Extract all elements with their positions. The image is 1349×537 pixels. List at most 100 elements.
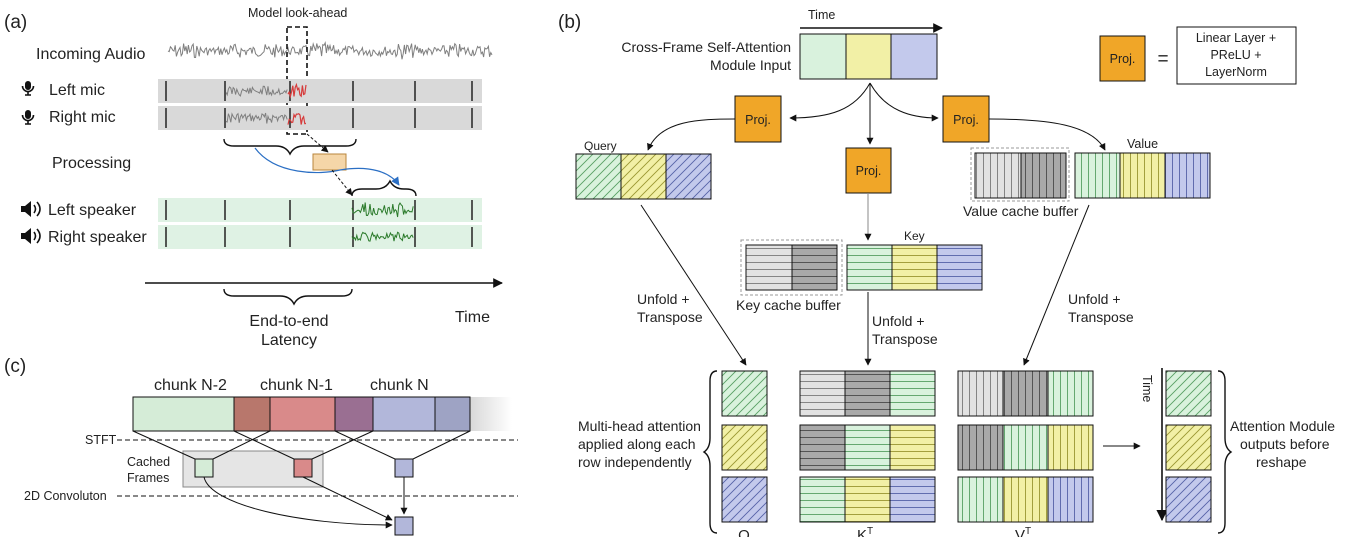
time-axis-label: Time (455, 309, 490, 326)
key-yellow (891, 244, 938, 291)
vt-r1-c2 (1002, 370, 1049, 417)
value-green (1074, 152, 1121, 199)
panel-b: (b) Time Cross-Frame Self-Attention Modu… (558, 8, 1335, 537)
key-cache-dark (791, 244, 838, 291)
kt-r2-c2 (844, 424, 891, 471)
query-blue (665, 153, 712, 200)
vt-r3-c1 (957, 476, 1004, 523)
right-mic-track (158, 106, 482, 130)
lookahead-label: Model look-ahead (248, 6, 347, 20)
mha-label-line1: Multi-head attention (578, 418, 701, 434)
value-yellow (1119, 152, 1166, 199)
cached-label-line2: Frames (127, 471, 169, 485)
key-cache-light (745, 244, 793, 291)
input-to-value-proj-arrow (869, 82, 939, 122)
conv-output-frame (394, 516, 414, 536)
mha-brace (702, 370, 718, 534)
value-proj-to-value-arrow (988, 118, 1106, 151)
key-unfold-label-1: Unfold + (872, 313, 925, 329)
output-brace (1217, 370, 1233, 534)
output-label-line2: outputs before (1240, 436, 1330, 452)
query-green (575, 153, 622, 200)
q-row3 (721, 476, 768, 523)
panel-a: (a) Model look-ahead Incoming Audio Left… (4, 6, 503, 349)
right-speaker-row: Right speaker (21, 225, 482, 249)
frame-n1 (293, 458, 313, 478)
key-cache-dashed (740, 239, 843, 296)
latency-label-line2: Latency (261, 332, 317, 349)
mha-label-line2: applied along each (578, 436, 696, 452)
microphone-icon (21, 110, 35, 125)
input-chunk-brace (223, 138, 357, 156)
query-unfold-arrow (640, 204, 747, 366)
input-label-line1: Cross-Frame Self-Attention (621, 39, 791, 55)
overlap-n2-n1-block (233, 396, 271, 432)
b-time-label: Time (808, 8, 835, 22)
left-mic-waveform (225, 85, 288, 97)
key-green (846, 244, 893, 291)
chunk-n2-block (132, 396, 235, 432)
vt-r1-c1 (957, 370, 1004, 417)
left-speaker-label: Left speaker (48, 202, 137, 219)
frame-n2 (194, 458, 214, 478)
key-unfold-label-2: Transpose (872, 331, 938, 347)
right-speaker-waveform (351, 231, 414, 242)
processing-label: Processing (52, 155, 131, 172)
kt-r3-c2 (844, 476, 891, 523)
right-mic-waveform (225, 112, 288, 124)
kt-r3-c3 (889, 476, 936, 523)
frame-n1-arrow (302, 476, 393, 521)
chunk-n2-label: chunk N-2 (154, 377, 227, 394)
vt-r2-c3 (1047, 424, 1094, 471)
panel-c: (c) chunk N-2 chunk N-1 chunk N STFT Cac… (4, 356, 518, 536)
mic-track-ticks (165, 81, 473, 128)
mha-label-line3: row independently (578, 454, 692, 470)
kt-r2-c1 (799, 424, 846, 471)
value-cache-light (974, 152, 1022, 199)
output-row1 (1165, 370, 1212, 417)
speaker-icon (21, 201, 41, 217)
microphone-icon (21, 81, 35, 96)
q-row1 (721, 370, 768, 417)
output-label-line3: reshape (1256, 454, 1307, 470)
latency-brace (223, 288, 353, 306)
query-proj-box (734, 95, 782, 143)
left-speaker-row: Left speaker (21, 198, 482, 222)
kt-r2-c3 (889, 424, 936, 471)
value-cache-label: Value cache buffer (963, 203, 1079, 219)
output-row2 (1165, 424, 1212, 471)
left-mic-track (158, 79, 482, 103)
legend-line1: Linear Layer + (1196, 31, 1276, 45)
output-label-line1: Attention Module (1230, 418, 1335, 434)
overlap-n1-n-block (334, 396, 374, 432)
frame-n (394, 458, 414, 478)
vt-superscript: T (1025, 526, 1031, 537)
vt-r3-c2 (1002, 476, 1049, 523)
input-blue (890, 33, 938, 80)
kt-superscript: T (867, 526, 873, 537)
stft-window-lines (132, 430, 471, 460)
query-proj-to-query-arrow (647, 118, 736, 151)
input-yellow (845, 33, 892, 80)
legend-line3: LayerNorm (1205, 65, 1267, 79)
key-proj-box (845, 147, 892, 194)
key-cache-label: Key cache buffer (736, 297, 841, 313)
right-mic-label: Right mic (49, 109, 116, 126)
panel-a-label: (a) (4, 12, 27, 33)
value-proj-box (942, 95, 990, 143)
vertical-time-label: Time (1140, 375, 1154, 402)
value-unfold-label-1: Unfold + (1068, 291, 1121, 307)
output-row3 (1165, 476, 1212, 523)
panel-c-label: (c) (4, 356, 26, 377)
speaker-track-ticks (165, 200, 473, 247)
speaker-icon (21, 228, 41, 244)
right-speaker-track (158, 225, 482, 249)
kt-label: KT (857, 526, 873, 537)
chunk-n1-block (269, 396, 336, 432)
q-label: Q (738, 527, 750, 537)
query-yellow (620, 153, 667, 200)
value-label: Value (1127, 137, 1158, 151)
vt-r3-c3 (1047, 476, 1094, 523)
input-green (799, 33, 847, 80)
